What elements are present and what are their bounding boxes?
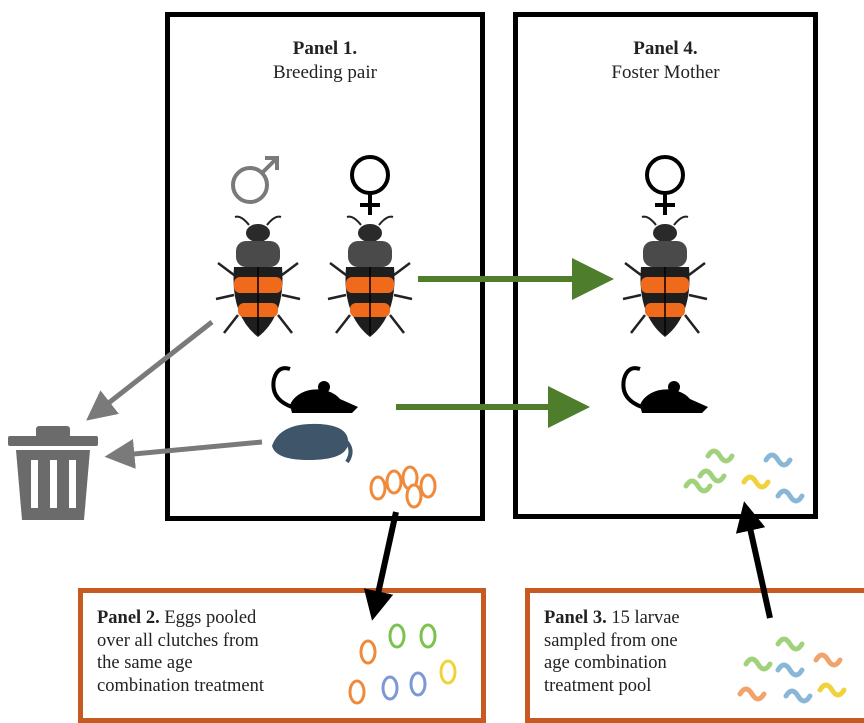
larvae-panel-3 xyxy=(740,639,844,701)
panel-1-heading: Panel 1. xyxy=(170,37,480,61)
larvae-to-panel-4-arrow xyxy=(735,501,773,619)
panel-3-text: Panel 3. 15 larvae sampled from one age … xyxy=(544,607,680,697)
male-symbol-icon xyxy=(231,156,279,204)
panel-4-foster-mother: Panel 4. Foster Mother xyxy=(513,12,818,519)
larvae-panel-4 xyxy=(686,451,802,501)
panel-1-breeding-pair: Panel 1. Breeding pair xyxy=(165,12,485,521)
panel-3-body: 15 larvae sampled from one age combinati… xyxy=(544,608,680,696)
male-beetle-icon xyxy=(214,215,302,339)
dead-mouse-icon xyxy=(272,423,353,464)
panel-2-title: Panel 2. xyxy=(97,608,160,628)
foster-mouse-icon xyxy=(621,366,710,415)
egg-cluster-panel-1 xyxy=(369,465,437,509)
panel-1-subtitle: Breeding pair xyxy=(273,62,377,83)
female-symbol-icon xyxy=(350,155,390,215)
egg-cluster-panel-2 xyxy=(348,623,457,705)
trash-can-icon xyxy=(8,426,98,520)
panel-2-eggs-pooled: Panel 2. Eggs pooled over all clutches f… xyxy=(78,588,486,723)
mouse-discard-arrow xyxy=(104,438,263,469)
mouse-icon xyxy=(271,366,360,415)
panel-4-title: Panel 4. xyxy=(633,38,698,59)
male-discard-arrow xyxy=(86,320,214,421)
panel-3-title: Panel 3. xyxy=(544,608,607,628)
panel-1-title: Panel 1. xyxy=(292,38,358,59)
eggs-to-panel-2-arrow xyxy=(363,511,399,621)
panel-4-subtitle: Foster Mother xyxy=(611,62,720,83)
panel-2-text: Panel 2. Eggs pooled over all clutches f… xyxy=(97,607,264,697)
panel-4-heading: Panel 4. xyxy=(518,37,813,61)
foster-beetle-icon xyxy=(621,215,709,339)
panel-2-body: Eggs pooled over all clutches from the s… xyxy=(97,608,264,696)
foster-female-symbol-icon xyxy=(645,155,685,215)
female-beetle-icon xyxy=(326,215,414,339)
